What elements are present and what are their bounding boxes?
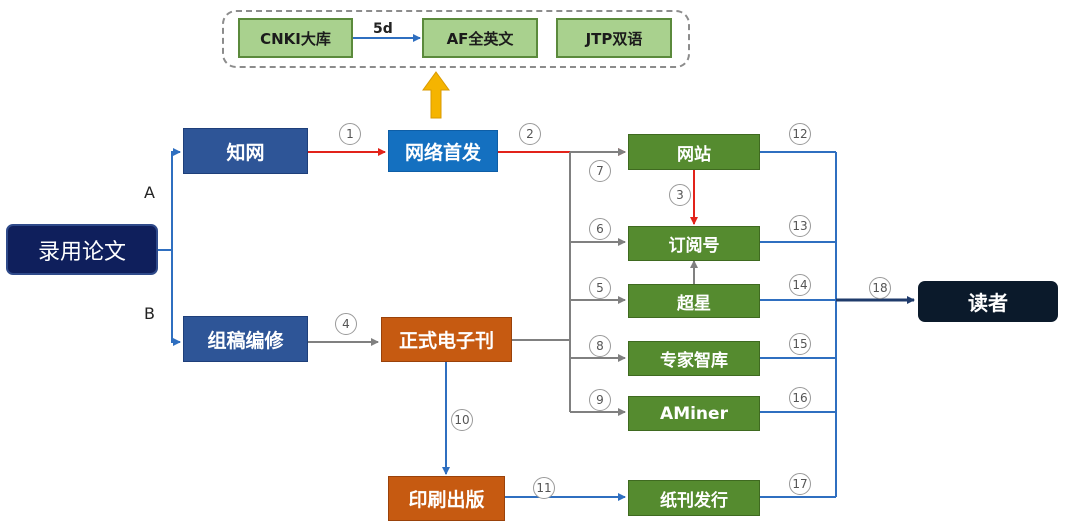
node-cnki: 知网 [183,128,308,174]
step-badge: 2 [519,123,541,145]
path-b-label: B [144,304,155,323]
step-badge: 12 [789,123,811,145]
step-badge: 17 [789,473,811,495]
node-online-first-label: 网络首发 [404,141,481,164]
node-printing-label: 印刷出版 [408,489,485,511]
path-a-label: A [144,183,155,202]
database-group [222,10,690,68]
node-readers: 读者 [918,281,1058,322]
node-editing: 组稿编修 [183,316,308,362]
node-printing: 印刷出版 [388,476,505,521]
node-print-distribution-label: 纸刊发行 [660,490,728,511]
node-accepted-paper-label: 录用论文 [37,239,126,265]
node-af-english: AF全英文 [422,18,538,58]
node-chaoxing: 超星 [628,284,760,318]
node-website: 网站 [628,134,760,170]
node-expert-db-label: 专家智库 [660,351,728,371]
node-readers-label: 读者 [968,291,1008,315]
node-cnki-db: CNKI大库 [238,18,353,58]
edge-split-a [158,148,181,251]
node-subscription: 订阅号 [628,226,760,261]
step-badge: 3 [669,184,691,206]
node-subscription-label: 订阅号 [668,236,720,256]
step-badge: 16 [789,387,811,409]
node-aminer-label: AMiner [660,403,728,424]
step-badge: 7 [589,160,611,182]
node-cnki-db-label: CNKI大库 [260,29,331,48]
delay-label: 5d [373,21,393,37]
node-cnki-label: 知网 [226,141,265,164]
node-expert-db: 专家智库 [628,341,760,376]
node-aminer: AMiner [628,396,760,431]
node-editing-label: 组稿编修 [207,329,284,352]
step-badge: 8 [589,335,611,357]
step-badge: 4 [335,313,357,335]
node-chaoxing-label: 超星 [677,293,711,314]
step-badge: 10 [451,409,473,431]
step-badge: 13 [789,215,811,237]
step-badge: 18 [869,277,891,299]
step-badge: 1 [339,123,361,145]
node-print-distribution: 纸刊发行 [628,480,760,516]
node-jtp-bilingual: JTP双语 [556,18,672,58]
node-official-ejournal-label: 正式电子刊 [398,330,494,352]
step-badge: 11 [533,477,555,499]
edge-split-b [171,250,181,346]
step-badge: 15 [789,333,811,355]
up-arrow-icon [422,71,450,119]
node-accepted-paper: 录用论文 [6,224,158,275]
node-official-ejournal: 正式电子刊 [381,317,512,362]
step-badge: 6 [589,218,611,240]
node-online-first: 网络首发 [388,130,498,172]
step-badge: 5 [589,277,611,299]
step-badge: 9 [589,389,611,411]
step-badge: 14 [789,274,811,296]
node-website-label: 网站 [677,144,711,165]
node-jtp-bilingual-label: JTP双语 [585,29,643,48]
node-af-english-label: AF全英文 [446,29,514,48]
